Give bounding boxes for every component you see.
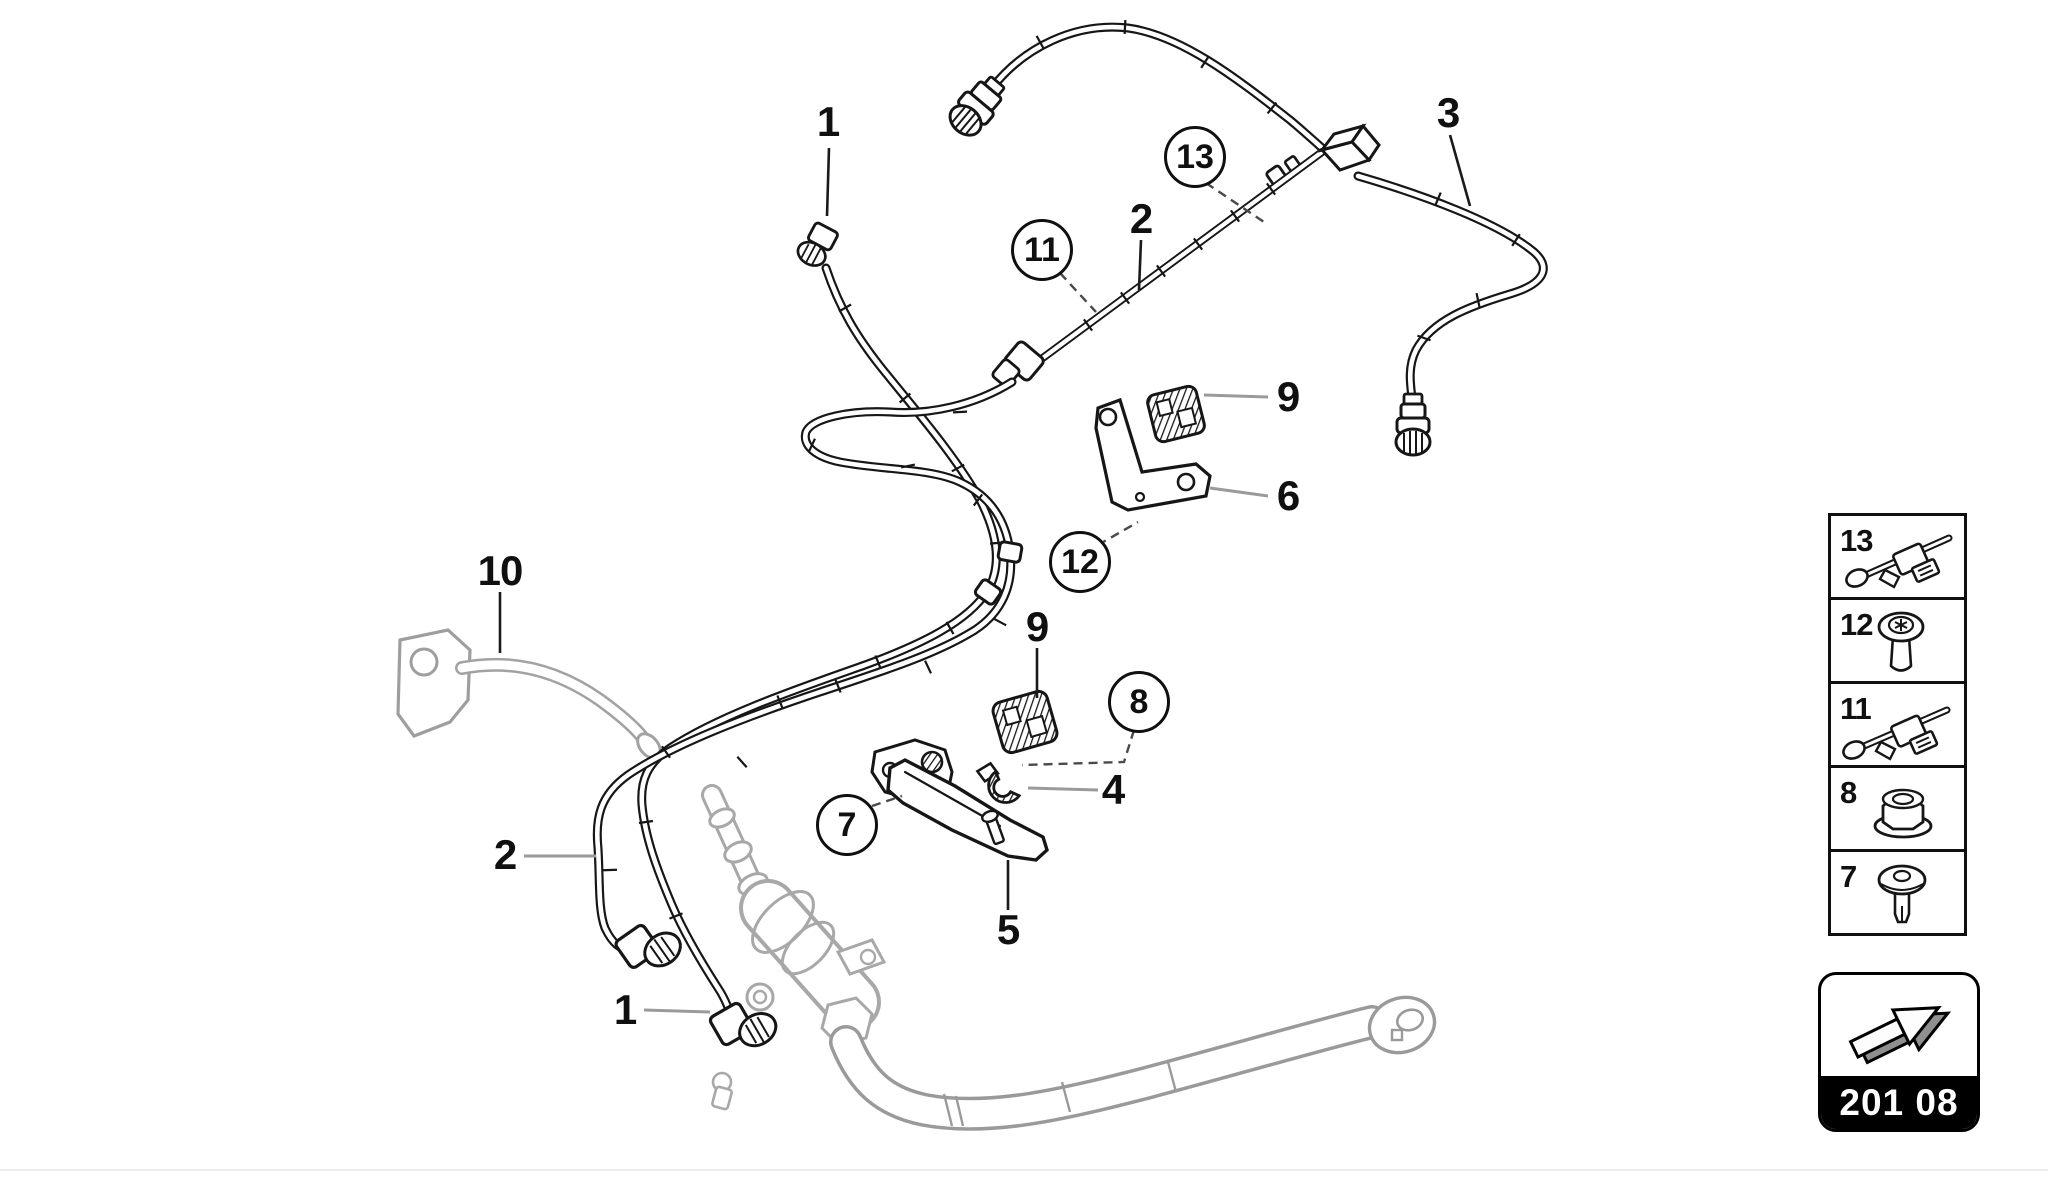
flange-nut-icon — [1873, 788, 1933, 839]
leader-lines — [498, 134, 1472, 1014]
callout-13[interactable]: 13 — [1164, 126, 1226, 188]
elbow-connector-line2-end — [614, 923, 682, 969]
legend-number: 12 — [1840, 607, 1873, 642]
fuel-line-2-rigid-tube — [991, 137, 1343, 388]
bracket-5 — [886, 758, 1049, 862]
callout-12[interactable]: 12 — [1049, 531, 1111, 593]
elbow-connector — [991, 340, 1045, 388]
callout-8[interactable]: 8 — [1108, 671, 1170, 733]
callout-9-upper[interactable]: 9 — [1276, 373, 1300, 420]
hose-collars — [973, 540, 1024, 606]
callout-1-top[interactable]: 1 — [816, 98, 840, 145]
elbow-connector-line1-end — [708, 1001, 778, 1048]
fuel-line-2 — [592, 377, 1017, 955]
legend-item-8[interactable]: 8 — [1828, 765, 1967, 852]
quick-connector-top-left — [948, 75, 1006, 137]
legend-number: 11 — [1840, 691, 1872, 726]
callout-10[interactable]: 10 — [477, 547, 524, 594]
cable-tie-clip-icon — [1845, 534, 1953, 589]
section-code-label: 201 08 — [1821, 1076, 1977, 1129]
legend-number: 13 — [1840, 523, 1873, 558]
legend-item-13[interactable]: 13 — [1828, 513, 1967, 600]
bracket-6 — [1094, 397, 1212, 512]
cube-connector — [1318, 123, 1381, 172]
callout-3[interactable]: 3 — [1436, 89, 1460, 136]
clip-9-upper — [1146, 384, 1206, 444]
callout-4[interactable]: 4 — [1101, 766, 1125, 813]
page-edge-line — [0, 1169, 2048, 1171]
legend-item-11[interactable]: 11 — [1828, 681, 1967, 768]
lower-thick-pipe — [829, 995, 1437, 1131]
callout-9-lower[interactable]: 9 — [1025, 603, 1049, 650]
fuel-line-3-top-hose — [987, 22, 1548, 403]
clip-9-lower — [991, 689, 1059, 755]
elbow-connector-line1-top — [796, 221, 839, 267]
legend-number: 8 — [1840, 775, 1857, 810]
callout-11[interactable]: 11 — [1011, 219, 1073, 281]
parts-legend: 13 12 — [1828, 513, 1967, 936]
hose-segment-marks — [602, 19, 1521, 920]
fuel-pump-assembly — [701, 784, 887, 1111]
callout-5[interactable]: 5 — [996, 906, 1020, 953]
legend-item-7[interactable]: 7 — [1828, 849, 1967, 936]
quick-connector-line3-end — [1394, 392, 1432, 457]
torx-head-screw-icon — [1877, 611, 1925, 672]
callout-6[interactable]: 6 — [1276, 472, 1300, 519]
callout-7[interactable]: 7 — [816, 794, 878, 856]
cable-tie-clip-icon — [1842, 706, 1951, 761]
fuel-pipe-10 — [396, 628, 662, 760]
legend-number: 7 — [1840, 859, 1857, 894]
body-screw-icon — [1877, 864, 1927, 924]
clamp-4 — [975, 761, 1022, 804]
callout-2-left[interactable]: 2 — [493, 831, 517, 878]
callout-2-top[interactable]: 2 — [1129, 195, 1153, 242]
legend-item-12[interactable]: 12 — [1828, 597, 1967, 684]
section-code-card[interactable]: 201 08 — [1818, 972, 1980, 1132]
callout-1-lower[interactable]: 1 — [613, 986, 637, 1033]
forward-arrow-icon — [1848, 1006, 1952, 1065]
